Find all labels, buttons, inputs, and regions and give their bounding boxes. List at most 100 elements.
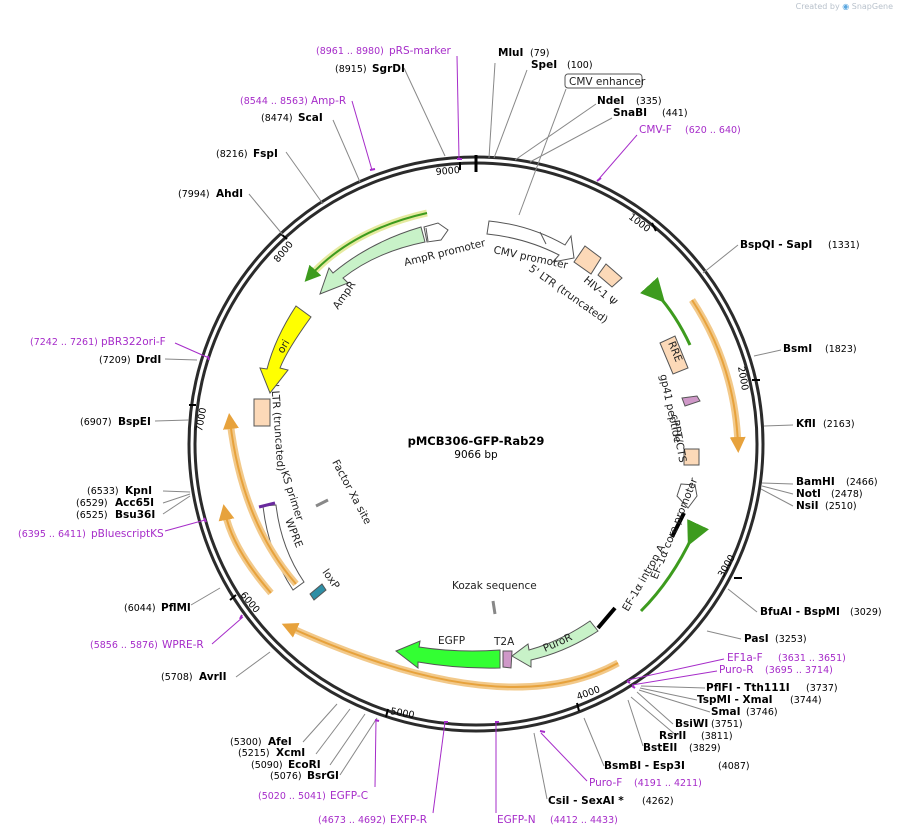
feature-factor-xa: Factor Xa site xyxy=(315,458,373,526)
tick-6000: 6000 xyxy=(229,590,262,615)
site-tspmi: TspMI - XmaI (3744) xyxy=(697,694,822,706)
svg-text:NdeI: NdeI xyxy=(597,95,624,107)
svg-text:(8915): (8915) xyxy=(335,64,367,75)
svg-text:(5215): (5215) xyxy=(238,748,270,759)
svg-text:(1331): (1331) xyxy=(828,240,860,251)
brand-created-by: Created by xyxy=(795,2,840,11)
site-drdi: (7209)DrdI xyxy=(99,354,161,366)
svg-text:BsiWI: BsiWI xyxy=(675,718,708,730)
svg-text:(5300): (5300) xyxy=(230,737,262,748)
svg-text:CsiI - SexAI *: CsiI - SexAI * xyxy=(548,795,624,807)
site-pasi: PasI(3253) xyxy=(744,633,807,645)
tick-3000: 3000 xyxy=(716,553,742,580)
svg-text:SnaBI: SnaBI xyxy=(613,107,647,119)
svg-text:KpnI: KpnI xyxy=(125,485,152,497)
svg-text:PasI: PasI xyxy=(744,633,769,645)
feature-egfp: EGFP xyxy=(395,635,501,670)
feature-puror: PuroR xyxy=(511,620,599,668)
site-rsrii: RsrII(3811) xyxy=(659,730,733,742)
svg-text:RsrII: RsrII xyxy=(659,730,686,742)
svg-text:BfuAI - BspMI: BfuAI - BspMI xyxy=(760,606,840,618)
tick-5000: 5000 xyxy=(385,706,415,721)
svg-text:BsmBI - Esp3I: BsmBI - Esp3I xyxy=(604,760,685,772)
svg-text:(620 .. 640): (620 .. 640) xyxy=(685,125,741,136)
feature-kozak: Kozak sequence xyxy=(452,580,537,615)
site-afei: (5300)AfeI xyxy=(230,736,292,748)
svg-text:(4673 .. 4692): (4673 .. 4692) xyxy=(318,815,386,826)
svg-text:(8216): (8216) xyxy=(216,149,248,160)
svg-text:(2478): (2478) xyxy=(831,489,863,500)
svg-text:pBluescriptKS: pBluescriptKS xyxy=(91,528,164,540)
svg-text:(3029): (3029) xyxy=(850,607,882,618)
svg-text:(1823): (1823) xyxy=(825,344,857,355)
svg-text:(4087): (4087) xyxy=(718,761,750,772)
svg-text:(3631 .. 3651): (3631 .. 3651) xyxy=(778,653,846,664)
site-bsrgi: (5076)BsrGI xyxy=(270,770,339,782)
site-sgrdi: (8915) SgrDI xyxy=(335,63,405,75)
primer-puro-f: Puro-F(4191 .. 4211) xyxy=(589,777,702,789)
svg-text:(5708): (5708) xyxy=(161,672,193,683)
svg-text:(5856 .. 5876): (5856 .. 5876) xyxy=(90,640,158,651)
site-fspi: (8216)FspI xyxy=(216,148,278,160)
svg-text:CMV-F: CMV-F xyxy=(639,124,672,136)
svg-text:EcoRI: EcoRI xyxy=(288,759,321,771)
svg-text:NsiI: NsiI xyxy=(796,500,819,512)
site-bsteii: BstEII (3829) xyxy=(643,742,721,754)
primer-lines xyxy=(164,55,725,814)
svg-text:PflMI: PflMI xyxy=(161,602,191,614)
svg-text:(3751): (3751) xyxy=(711,719,743,730)
feature-ef1a-intron: EF-1α intron A xyxy=(596,519,709,630)
site-pflmi: (6044) PflMI xyxy=(124,602,191,614)
svg-text:(3829): (3829) xyxy=(689,743,721,754)
primer-prs-marker: (8961 .. 8980)pRS-marker xyxy=(316,45,452,57)
svg-text:(2163): (2163) xyxy=(823,419,855,430)
svg-text:(8474): (8474) xyxy=(261,113,293,124)
svg-text:(6529): (6529) xyxy=(76,498,108,509)
site-bsiwi: BsiWI(3751) xyxy=(675,718,743,730)
feature-rre-green-arc xyxy=(640,277,692,346)
site-ecori: (5090) EcoRI xyxy=(251,759,321,771)
svg-text:(7994): (7994) xyxy=(178,189,210,200)
site-nsii: NsiI(2510) xyxy=(796,500,857,512)
site-scai: (8474)ScaI xyxy=(261,112,323,124)
svg-text:(8544 .. 8563): (8544 .. 8563) xyxy=(240,96,308,107)
svg-text:AvrII: AvrII xyxy=(199,671,227,683)
svg-text:TspMI - XmaI: TspMI - XmaI xyxy=(697,694,773,706)
svg-text:7000: 7000 xyxy=(194,407,209,433)
svg-text:EGFP-C: EGFP-C xyxy=(330,790,368,802)
svg-text:(3737): (3737) xyxy=(806,683,838,694)
site-bfuai: BfuAI - BspMI (3029) xyxy=(760,606,882,618)
svg-text:WPRE-R: WPRE-R xyxy=(162,639,204,651)
svg-text:(6525): (6525) xyxy=(76,510,108,521)
site-csii: CsiI - SexAI * (4262) xyxy=(548,795,674,807)
primer-marks xyxy=(203,158,636,733)
svg-text:EF-1α intron A: EF-1α intron A xyxy=(620,542,668,613)
svg-text:(441): (441) xyxy=(662,108,688,119)
svg-text:SgrDI: SgrDI xyxy=(372,63,405,75)
site-mlui: MluI(79) xyxy=(498,47,550,59)
svg-text:Acc65I: Acc65I xyxy=(115,497,154,509)
svg-text:(79): (79) xyxy=(530,48,550,59)
svg-text:9000: 9000 xyxy=(435,165,460,178)
primer-egfp-c: (5020 .. 5041) EGFP-C xyxy=(258,790,368,802)
svg-text:SpeI: SpeI xyxy=(531,59,557,71)
svg-text:BstEII: BstEII xyxy=(643,742,677,754)
svg-text:(100): (100) xyxy=(567,60,593,71)
svg-text:(3744): (3744) xyxy=(790,695,822,706)
primer-amp-r: (8544 .. 8563)Amp-R xyxy=(240,95,346,107)
plasmid-name: pMCB306-GFP-Rab29 xyxy=(408,434,545,448)
primer-cmv-f: CMV-F (620 .. 640) xyxy=(639,124,741,136)
svg-text:pRS-marker: pRS-marker xyxy=(389,45,452,57)
svg-text:pBR322ori-F: pBR322ori-F xyxy=(101,336,166,348)
svg-text:(6044): (6044) xyxy=(124,603,156,614)
svg-text:(3695 .. 3714): (3695 .. 3714) xyxy=(765,665,833,676)
svg-text:(4262): (4262) xyxy=(642,796,674,807)
svg-text:(5090): (5090) xyxy=(251,760,283,771)
feature-rre: RRE xyxy=(659,335,689,375)
site-lines xyxy=(154,62,794,800)
svg-text:KflI: KflI xyxy=(796,418,816,430)
svg-text:Kozak sequence: Kozak sequence xyxy=(452,580,537,592)
svg-text:(5020 .. 5041): (5020 .. 5041) xyxy=(258,791,326,802)
svg-text:XcmI: XcmI xyxy=(276,747,305,759)
